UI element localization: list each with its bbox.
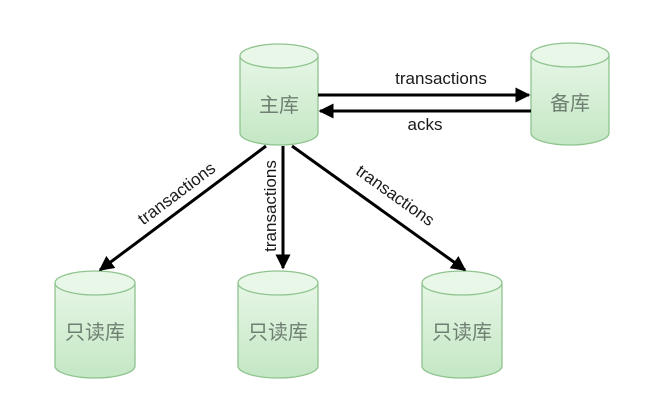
read-replica-left-node[interactable]: 只读库 xyxy=(54,270,136,379)
read-replica-right-label: 只读库 xyxy=(432,320,492,344)
edge-label-transactions-left: transactions xyxy=(134,159,219,229)
master-db-node[interactable]: 主库 xyxy=(239,43,319,146)
standby-db-label: 备库 xyxy=(550,91,590,115)
read-replica-right-node[interactable]: 只读库 xyxy=(421,270,503,379)
read-replica-left-label: 只读库 xyxy=(65,320,125,344)
read-replica-middle-label: 只读库 xyxy=(248,320,308,344)
edge-master-to-replica-right xyxy=(291,144,467,272)
edge-label-transactions-standby: transactions xyxy=(395,69,487,88)
edge-label-transactions-middle: transactions xyxy=(261,160,280,252)
master-db-label: 主库 xyxy=(259,93,299,117)
edge-label-acks: acks xyxy=(408,115,443,134)
standby-db-node[interactable]: 备库 xyxy=(530,42,610,146)
read-replica-middle-node[interactable]: 只读库 xyxy=(237,270,319,379)
edge-master-to-replica-left xyxy=(98,144,267,272)
